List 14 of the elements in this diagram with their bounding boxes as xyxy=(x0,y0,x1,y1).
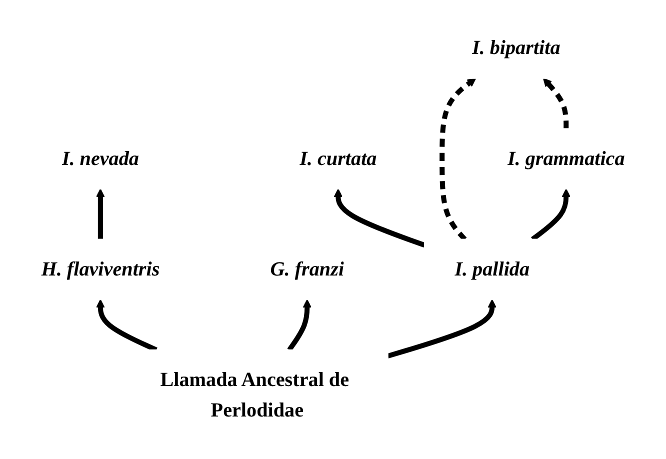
arrow xyxy=(543,78,569,129)
node-text: H. flaviventris xyxy=(41,258,160,281)
node-text: Llamada Ancestral de Perlodidae xyxy=(160,369,350,422)
node-text: I. pallida xyxy=(454,258,530,281)
arrow xyxy=(440,78,476,242)
node-text: I. grammatica xyxy=(507,148,625,170)
arrow xyxy=(287,299,312,352)
node-text: I. nevada xyxy=(62,148,139,170)
arrow xyxy=(334,188,426,248)
arrow xyxy=(387,299,497,359)
arrow xyxy=(96,188,105,240)
node-text: I. bipartita xyxy=(472,37,560,60)
node-text: I. curtata xyxy=(300,148,377,170)
node-text: G. franzi xyxy=(270,258,344,281)
